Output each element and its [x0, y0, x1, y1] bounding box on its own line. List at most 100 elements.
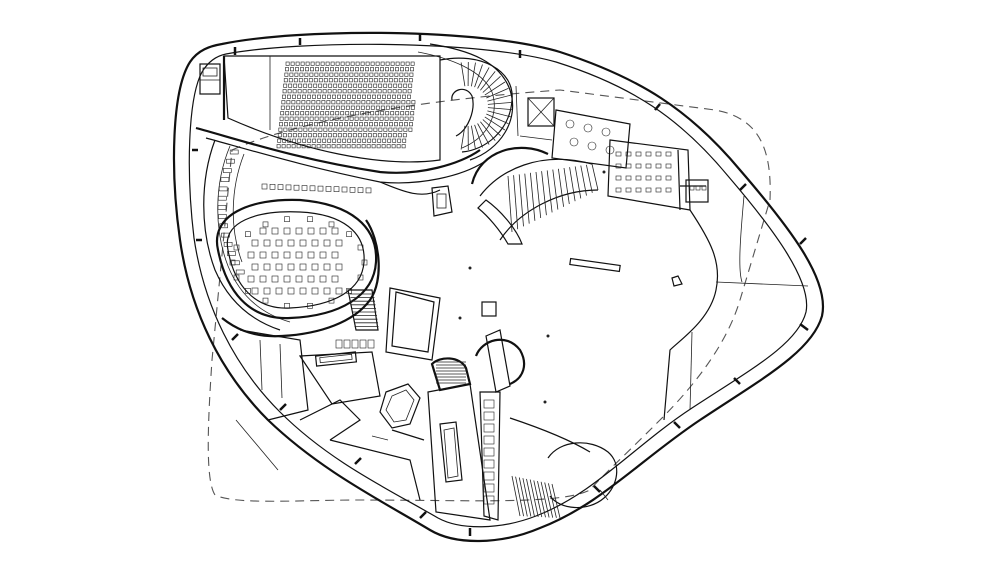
auditorium-seat — [382, 138, 387, 143]
auditorium-seat — [332, 94, 336, 99]
auditorium-seat — [321, 100, 326, 105]
auditorium-seat — [298, 78, 303, 83]
building-inner-wall — [188, 43, 808, 528]
restroom-stall — [483, 399, 495, 409]
lobby-curved-wall-north-inner — [205, 137, 485, 184]
auditorium-seat — [322, 94, 326, 99]
auditorium-seat — [349, 72, 354, 77]
auditorium-seat — [405, 111, 410, 116]
auditorium-seat — [353, 127, 358, 132]
auditorium-seat — [376, 144, 381, 149]
small-room-chair — [695, 185, 701, 191]
gallery-seat — [223, 242, 233, 247]
restroom-stall — [483, 495, 495, 505]
auditorium-seat — [367, 89, 372, 94]
auditorium-seat — [389, 116, 394, 121]
stepped-tread — [552, 169, 559, 210]
stepped-tread — [586, 164, 593, 193]
se-step — [537, 481, 546, 518]
restroom-stall — [483, 423, 495, 433]
stepped-tread — [569, 167, 576, 202]
auditorium-seat — [293, 127, 298, 132]
auditorium-seat — [340, 105, 345, 110]
oval-perimeter-seat — [262, 297, 269, 304]
auditorium-seat — [382, 89, 387, 94]
auditorium-seat — [358, 78, 363, 83]
auditorium-seat — [367, 94, 371, 99]
oval-seat — [259, 251, 267, 259]
auditorium-seat — [340, 111, 345, 116]
se-step — [515, 476, 524, 517]
cafe-table — [565, 119, 575, 129]
lobby-chair-row — [261, 183, 372, 194]
auditorium-seat — [279, 122, 283, 127]
auditorium-seat — [395, 61, 400, 66]
auditorium-seat — [307, 89, 312, 94]
oval-perimeter-seat — [284, 302, 290, 309]
auditorium-seat — [281, 100, 286, 105]
oval-seat — [263, 239, 271, 247]
auditorium-seat — [339, 122, 343, 127]
auditorium-seat — [315, 105, 320, 110]
auditorium-seat — [284, 116, 289, 121]
auditorium-seat — [353, 83, 358, 88]
oval-seat — [263, 263, 271, 271]
spiral-stair-treads — [460, 61, 512, 151]
auditorium-seat — [314, 72, 319, 77]
stepped-tread — [574, 166, 582, 199]
oval-seat — [275, 287, 283, 295]
auditorium-seat — [380, 105, 385, 110]
auditorium-seat — [391, 100, 396, 105]
auditorium-seat — [339, 116, 344, 121]
lobby-chair — [341, 186, 348, 193]
auditorium-seat — [320, 61, 325, 66]
auditorium-seat — [359, 72, 364, 77]
auditorium-seat — [322, 89, 327, 94]
auditorium-seat — [333, 127, 338, 132]
stepped-tread — [507, 175, 513, 233]
se-step — [529, 479, 539, 517]
auditorium-seat — [382, 133, 387, 138]
auditorium-seat — [396, 100, 401, 105]
auditorium-seat — [303, 83, 308, 88]
lobby-chair — [285, 184, 292, 191]
oval-seat — [271, 251, 279, 259]
auditorium-seat — [283, 127, 288, 132]
oval-seat — [311, 287, 319, 295]
auditorium-seat — [358, 127, 363, 132]
spiral-tread — [471, 125, 476, 150]
se-step — [544, 482, 554, 518]
auditorium-seat — [339, 72, 344, 77]
auditorium-seat — [276, 144, 281, 149]
auditorium-seat — [328, 78, 333, 83]
auditorium-seat — [360, 67, 364, 72]
auditorium-seat — [311, 144, 316, 149]
auditorium-seat — [390, 61, 395, 66]
auditorium-seat — [374, 122, 378, 127]
auditorium-seat — [385, 105, 390, 110]
auditorium-seat — [370, 105, 375, 110]
gallery-seat — [235, 269, 245, 275]
auditorium-seat — [289, 122, 293, 127]
auditorium-seat — [384, 72, 389, 77]
oval-seat — [251, 287, 259, 295]
auditorium-seat — [352, 89, 357, 94]
auditorium-seat — [322, 138, 327, 143]
auditorium-seat — [410, 111, 415, 116]
auditorium-seat — [343, 127, 348, 132]
auditorium-seat — [365, 67, 369, 72]
auditorium-seat — [377, 138, 382, 143]
auditorium-seat — [362, 89, 367, 94]
spiral-tread — [487, 102, 512, 105]
lobby-sculpture — [671, 275, 683, 287]
auditorium-seat — [295, 105, 300, 110]
spiral-tread — [482, 76, 501, 93]
stepped-tread — [518, 174, 524, 227]
se-step — [522, 478, 532, 517]
auditorium-seat — [321, 144, 326, 149]
oval-seat — [311, 239, 319, 247]
auditorium-seat — [317, 94, 321, 99]
restroom-stall — [483, 411, 495, 421]
auditorium-seat — [357, 138, 362, 143]
auditorium-seat — [342, 94, 346, 99]
